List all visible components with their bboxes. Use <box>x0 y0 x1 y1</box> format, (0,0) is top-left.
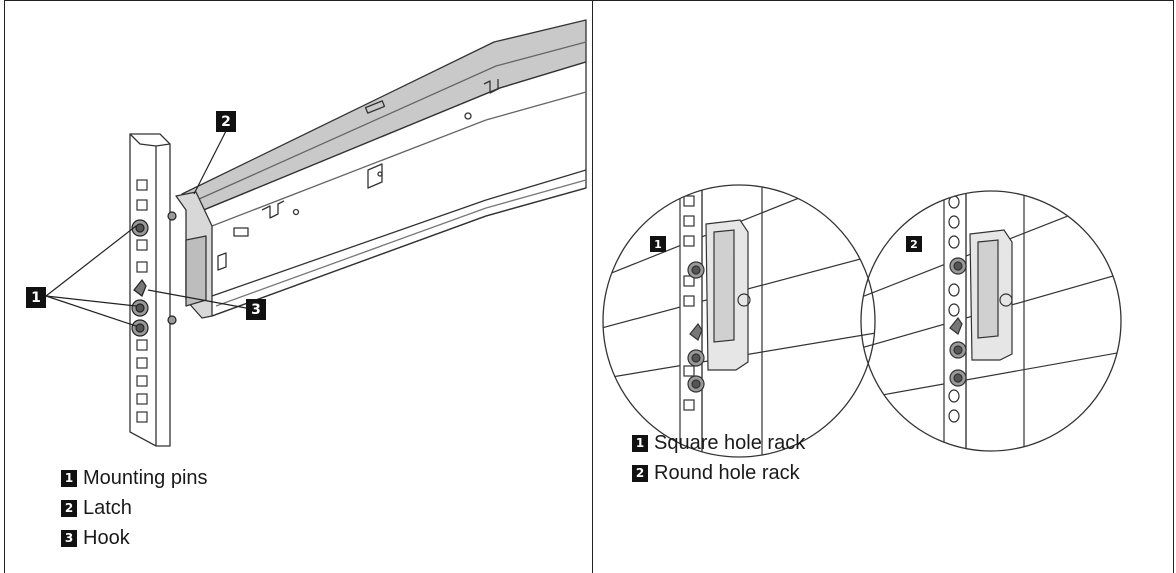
legend-badge: 1 <box>632 434 648 452</box>
legend-item-round-hole-rack: 2 Round hole rack <box>632 458 805 488</box>
callout-2: 2 <box>906 236 922 252</box>
legend-badge: 2 <box>632 464 648 482</box>
table-divider <box>592 0 593 573</box>
legend-label: Square hole rack <box>654 432 806 454</box>
callout-2: 2 <box>216 111 236 132</box>
legend: 1 Square hole rack 2 Round hole rack <box>632 428 805 488</box>
callout-3: 3 <box>246 299 266 320</box>
legend: 1 Mounting pins 2 Latch 3 Hook <box>61 463 208 553</box>
rack-types-illustration <box>602 184 1122 458</box>
legend-label: Latch <box>83 497 132 519</box>
legend-item-latch: 2 Latch <box>61 493 208 523</box>
rail-illustration <box>45 19 587 447</box>
callout-1: 1 <box>26 287 46 308</box>
legend-badge: 3 <box>61 529 77 547</box>
legend-badge: 2 <box>61 499 77 517</box>
rail-illustration-panel: 1 2 3 1 Mounting pins 2 Latch 3 Hook <box>6 0 591 573</box>
legend-item-mounting-pins: 1 Mounting pins <box>61 463 208 493</box>
legend-label: Round hole rack <box>654 462 800 484</box>
legend-item-hook: 3 Hook <box>61 523 208 553</box>
legend-label: Hook <box>83 527 130 549</box>
callout-1: 1 <box>650 236 666 252</box>
legend-badge: 1 <box>61 469 77 487</box>
rack-types-panel: 1 2 1 Square hole rack 2 Round hole rack <box>594 0 1172 573</box>
legend-item-square-hole-rack: 1 Square hole rack <box>632 428 805 458</box>
legend-label: Mounting pins <box>83 467 208 489</box>
table-frame <box>4 0 1174 573</box>
